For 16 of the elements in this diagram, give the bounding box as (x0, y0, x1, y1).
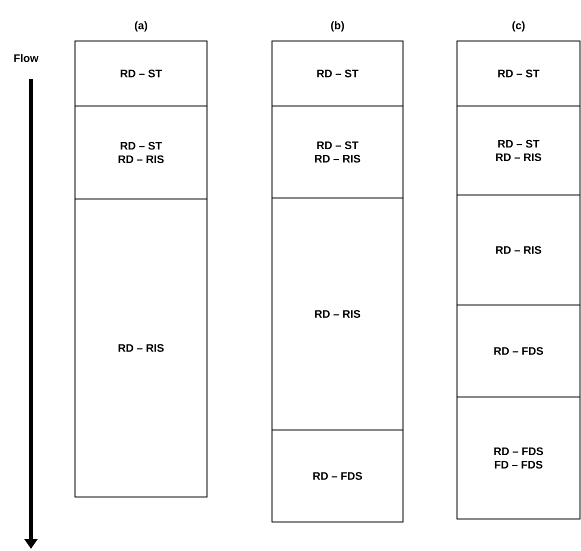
zone-box: RD – ST (74, 40, 208, 106)
zone-box: RD – RIS (272, 198, 404, 430)
node-label: (a) (134, 21, 148, 32)
zone-box: RD – RIS (456, 194, 580, 306)
zone-box: RD – FDS (456, 304, 580, 398)
zone-box: RD – ST (456, 40, 580, 106)
zone-box: RD – ST (272, 40, 404, 106)
zone-box: RD – ST RD – RIS (74, 106, 208, 200)
flow-label: Flow (14, 54, 39, 62)
node-label: (b) (331, 21, 344, 32)
zone-box: RD – ST RD – RIS (456, 106, 580, 196)
zone-box: RD – ST RD – RIS (272, 106, 404, 198)
zone-box: RD – FDS (272, 430, 404, 522)
node-label: (c) (512, 21, 525, 32)
zone-box: RD – FDS FD – FDS (456, 396, 580, 520)
zone-box: RD – RIS (74, 198, 208, 498)
